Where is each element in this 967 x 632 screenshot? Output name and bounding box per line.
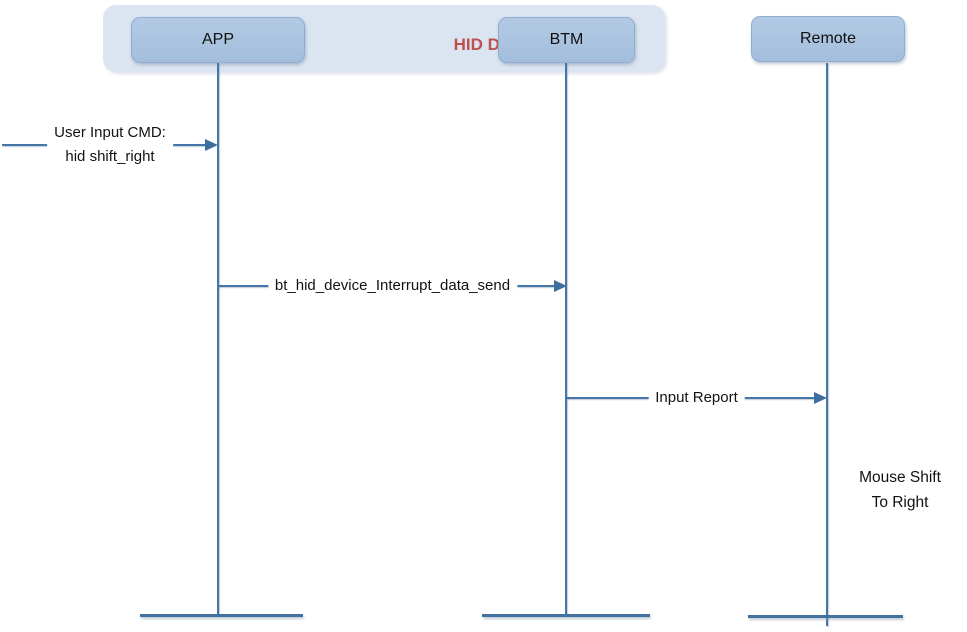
message-label: Input Report	[648, 386, 745, 410]
arrowhead-right-icon	[205, 139, 218, 151]
message-label: bt_hid_device_Interrupt_data_send	[267, 274, 518, 298]
note-mouse-shift: Mouse Shift To Right	[859, 469, 941, 511]
message-user-input-cmd: User Input CMD: hid shift_right	[2, 121, 218, 169]
termination-bar-btm	[482, 614, 650, 617]
termination-bar-remote	[748, 615, 903, 618]
actor-box-remote: Remote	[751, 16, 905, 62]
arrowhead-right-icon	[554, 280, 567, 292]
actor-box-app: APP	[131, 17, 305, 63]
lifeline-btm	[565, 63, 567, 615]
message-input-report: Input Report	[566, 386, 827, 410]
actor-box-btm: BTM	[498, 17, 635, 63]
actor-app-label: APP	[201, 31, 234, 48]
termination-bar-app	[140, 614, 303, 617]
arrowhead-right-icon	[814, 392, 827, 404]
lifeline-app	[217, 63, 219, 615]
message-label: User Input CMD: hid shift_right	[47, 121, 173, 169]
actor-remote-label: Remote	[799, 30, 857, 47]
message-interrupt-data-send: bt_hid_device_Interrupt_data_send	[218, 274, 567, 298]
lifeline-remote	[826, 63, 828, 626]
actor-btm-label: BTM	[549, 31, 584, 48]
